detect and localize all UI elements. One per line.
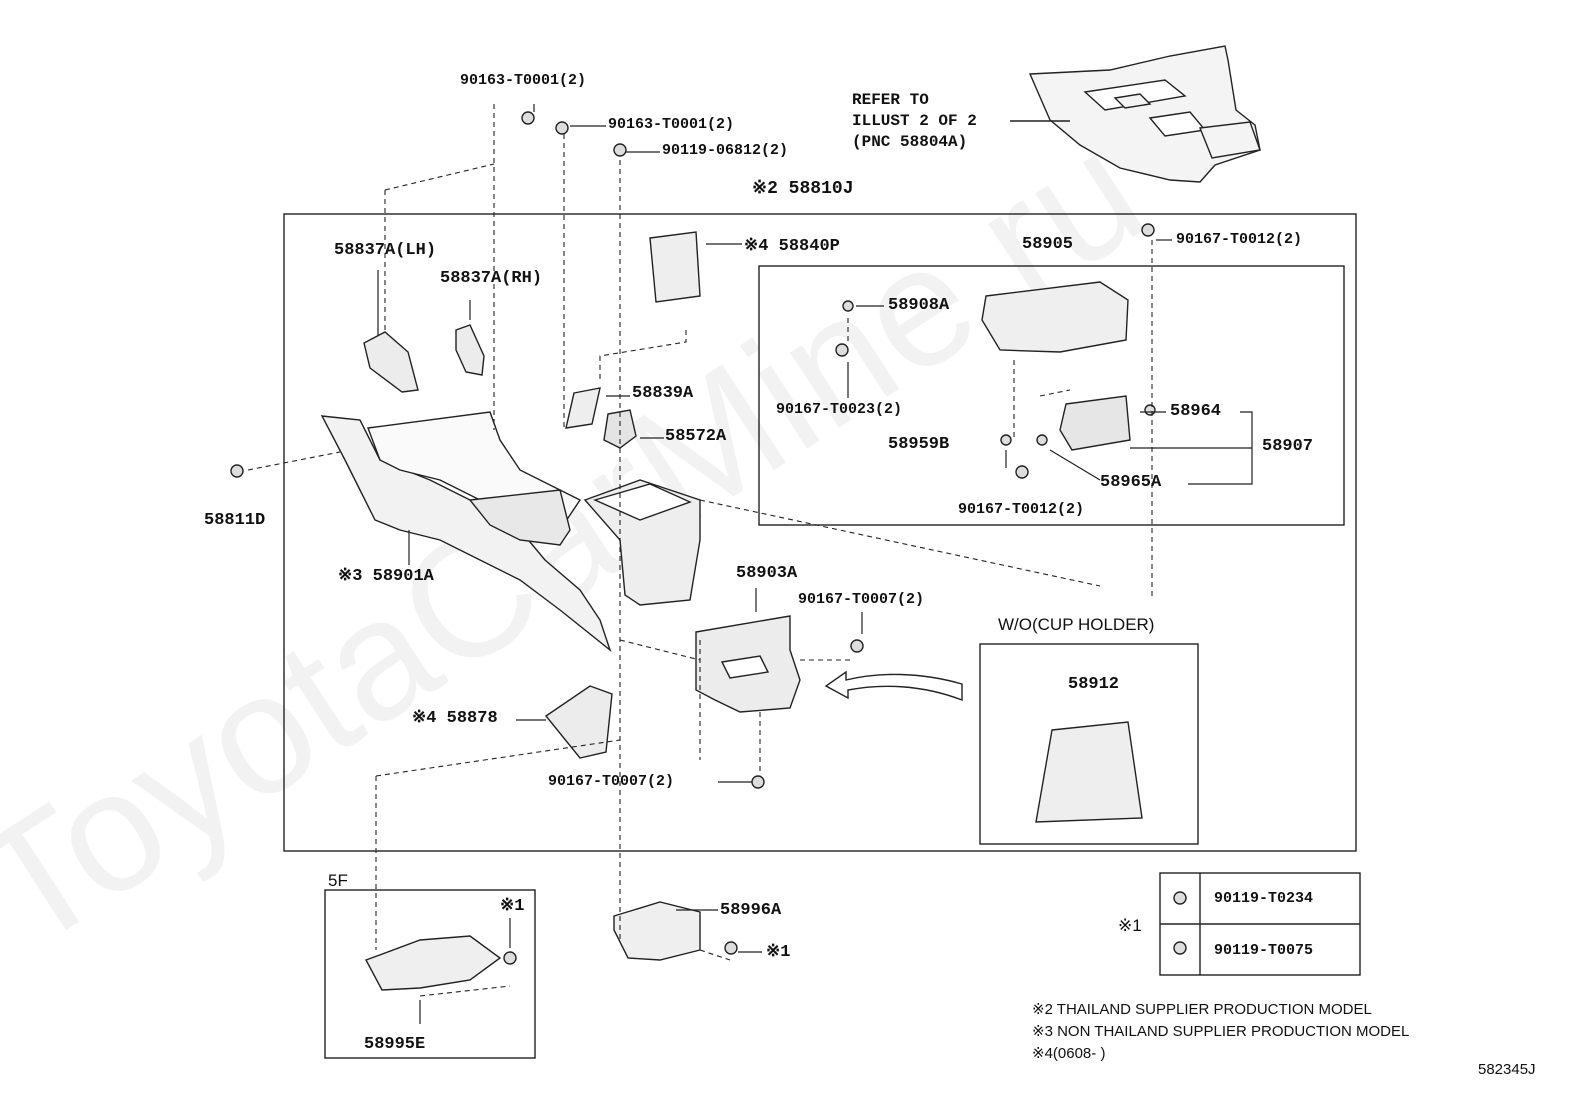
callout-90163-t0001-top: 90163-T0001(2) bbox=[460, 72, 587, 89]
callout-58905: 58905 bbox=[1022, 235, 1074, 254]
callout-90163-t0001-mid: 90163-T0001(2) bbox=[608, 116, 735, 133]
callout-58840p: ※4 58840P bbox=[744, 237, 840, 256]
fastener-table-row: 90119-T0234 bbox=[1214, 890, 1314, 907]
wo-cup-holder-frame bbox=[979, 643, 1199, 845]
fastener-table-group-mark: ※1 bbox=[1118, 916, 1142, 935]
callout-58959b: 58959B bbox=[888, 435, 950, 454]
sub-5f-label: 5F bbox=[328, 871, 348, 890]
callout-90167-t0012-bot: 90167-T0012(2) bbox=[958, 501, 1085, 518]
fastener-table-row: 90119-T0075 bbox=[1214, 942, 1314, 959]
callout-90167-t0023: 90167-T0023(2) bbox=[776, 401, 903, 418]
callout-90119-06812: 90119-06812(2) bbox=[662, 142, 789, 159]
fasteners bbox=[230, 111, 1187, 965]
console-box-subframe bbox=[758, 265, 1345, 526]
leader-lines bbox=[377, 104, 1253, 1024]
callout-mark1-5f: ※1 bbox=[500, 897, 525, 916]
dashed-leaders bbox=[247, 104, 1153, 997]
console-body-58901a bbox=[320, 411, 612, 653]
callout-58965a: 58965A bbox=[1100, 473, 1162, 492]
callout-58907: 58907 bbox=[1262, 437, 1314, 456]
wo-cup-holder-label: W/O(CUP HOLDER) bbox=[998, 615, 1155, 634]
callout-58912: 58912 bbox=[1068, 675, 1120, 694]
callout-58837a-lh: 58837A(LH) bbox=[334, 241, 437, 260]
part-58840p bbox=[649, 231, 701, 303]
fastener-table bbox=[1159, 872, 1361, 976]
part-58996a bbox=[613, 901, 701, 961]
callout-58811d: 58811D bbox=[204, 511, 266, 530]
callout-58878: ※4 58878 bbox=[412, 709, 498, 728]
part-58903a bbox=[695, 615, 801, 713]
sub-5f-frame bbox=[324, 889, 536, 1059]
part-58572a bbox=[603, 409, 637, 449]
callout-58837a-rh: 58837A(RH) bbox=[440, 269, 543, 288]
part-58878 bbox=[544, 685, 613, 759]
footnote: ※2 THAILAND SUPPLIER PRODUCTION MODEL bbox=[1032, 1001, 1372, 1018]
main-assembly-frame bbox=[283, 213, 1357, 852]
callout-58964: 58964 bbox=[1170, 402, 1222, 421]
part-58995e bbox=[365, 935, 502, 991]
callout-58995e: 58995E bbox=[364, 1035, 426, 1054]
callout-58572a: 58572A bbox=[665, 427, 727, 446]
callout-90167-t0007-a: 90167-T0007(2) bbox=[798, 591, 925, 608]
rear-console-box bbox=[583, 479, 701, 606]
part-58905 bbox=[981, 281, 1129, 353]
callout-58839a: 58839A bbox=[632, 384, 694, 403]
part-58839a bbox=[565, 387, 601, 429]
callout-58901a: ※3 58901A bbox=[338, 567, 434, 586]
part-58912 bbox=[1035, 721, 1143, 823]
part-58907 bbox=[1059, 395, 1131, 451]
part-58837a-lh bbox=[363, 331, 419, 393]
main-assembly-label: ※2 58810J bbox=[752, 179, 854, 199]
diagram-id: 582345J bbox=[1478, 1061, 1536, 1078]
callout-58908a: 58908A bbox=[888, 296, 950, 315]
part-58837a-rh bbox=[455, 324, 485, 376]
footnote: ※4(0608- ) bbox=[1032, 1045, 1106, 1062]
console-upper-panel-illustration bbox=[1028, 45, 1261, 183]
replacement-arrow-icon bbox=[824, 670, 963, 702]
callout-58996a: 58996A bbox=[720, 901, 782, 920]
callout-58903a: 58903A bbox=[736, 564, 798, 583]
callout-90167-t0012-top: 90167-T0012(2) bbox=[1176, 231, 1303, 248]
callout-mark1-mid: ※1 bbox=[766, 943, 791, 962]
callout-90167-t0007-b: 90167-T0007(2) bbox=[548, 773, 675, 790]
footnote: ※3 NON THAILAND SUPPLIER PRODUCTION MODE… bbox=[1032, 1023, 1410, 1040]
